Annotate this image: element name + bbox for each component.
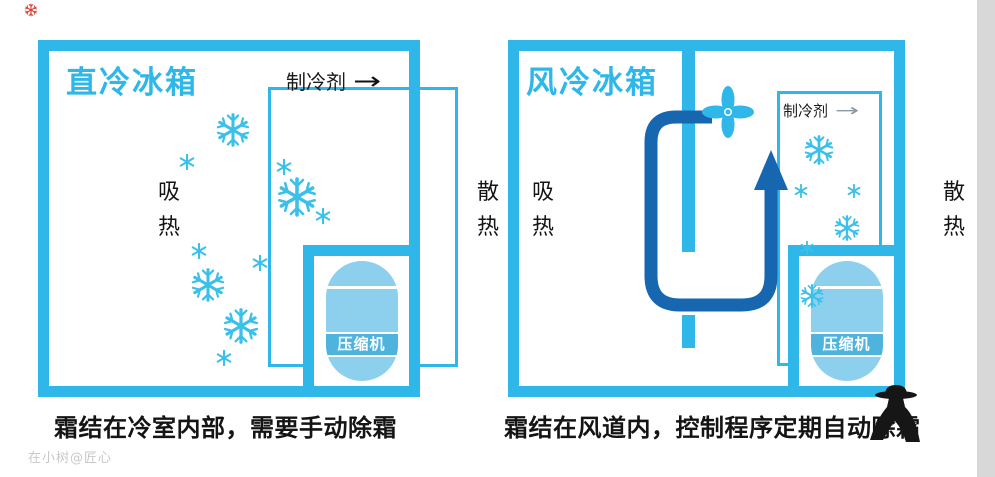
corner-mark [24, 3, 38, 17]
left-compressor: 压缩机 [325, 261, 398, 381]
left-compressor-housing: 压缩机 [303, 245, 420, 397]
snowflake-icon [804, 135, 834, 165]
snowflake-icon [191, 268, 225, 302]
right-compressor: 压缩机 [810, 261, 883, 381]
right-compressor-label: 压缩机 [810, 332, 883, 357]
right-absorb-heat-label: 吸热 [532, 180, 555, 241]
sparkle-icon [276, 158, 292, 176]
right-arrow-icon: → [835, 100, 860, 121]
sparkle-icon [315, 207, 331, 225]
right-compressor-housing: 压缩机 [788, 245, 905, 397]
air-duct-divider-top [682, 44, 695, 252]
sparkle-icon [179, 153, 195, 171]
watermark-text: 在小树@匠心 [28, 451, 113, 466]
right-arrow-icon: → [353, 66, 382, 95]
sparkle-icon [191, 242, 207, 260]
compressor-seam [810, 286, 883, 289]
person-silhouette-watermark [870, 385, 920, 442]
left-refrigerant-label: 制冷剂 → [286, 66, 381, 95]
sparkle-icon [794, 183, 808, 199]
left-dissipate-heat-label: 散热 [477, 180, 500, 241]
left-caption: 霜结在冷室内部，需要手动除霜 [54, 414, 397, 442]
snowflake-icon [834, 215, 860, 241]
left-compressor-label: 压缩机 [325, 332, 398, 357]
left-fridge-box [38, 40, 420, 397]
left-absorb-heat-label: 吸热 [158, 180, 181, 241]
snowflake-icon [216, 113, 250, 147]
air-duct-divider-bottom [682, 315, 695, 348]
right-title: 风冷冰箱 [526, 65, 658, 101]
sparkle-icon [252, 254, 268, 272]
right-dissipate-heat-label: 散热 [943, 180, 966, 241]
compressor-seam [325, 286, 398, 289]
right-caption: 霜结在风道内，控制程序定期自动除霜 [504, 414, 921, 442]
right-refrigerant-label: 制冷剂 → [783, 100, 859, 121]
refrigerant-text: 制冷剂 [286, 70, 346, 94]
right-fridge-box [508, 40, 905, 397]
sparkle-icon [800, 240, 814, 256]
sparkle-icon [216, 349, 232, 367]
left-title: 直冷冰箱 [66, 65, 198, 101]
sparkle-icon [847, 183, 861, 199]
right-edge-strip [977, 0, 995, 477]
snowflake-icon [223, 308, 259, 344]
refrigerant-text: 制冷剂 [783, 102, 829, 120]
snowflake-icon [277, 177, 317, 217]
snowflake-icon [800, 284, 824, 308]
